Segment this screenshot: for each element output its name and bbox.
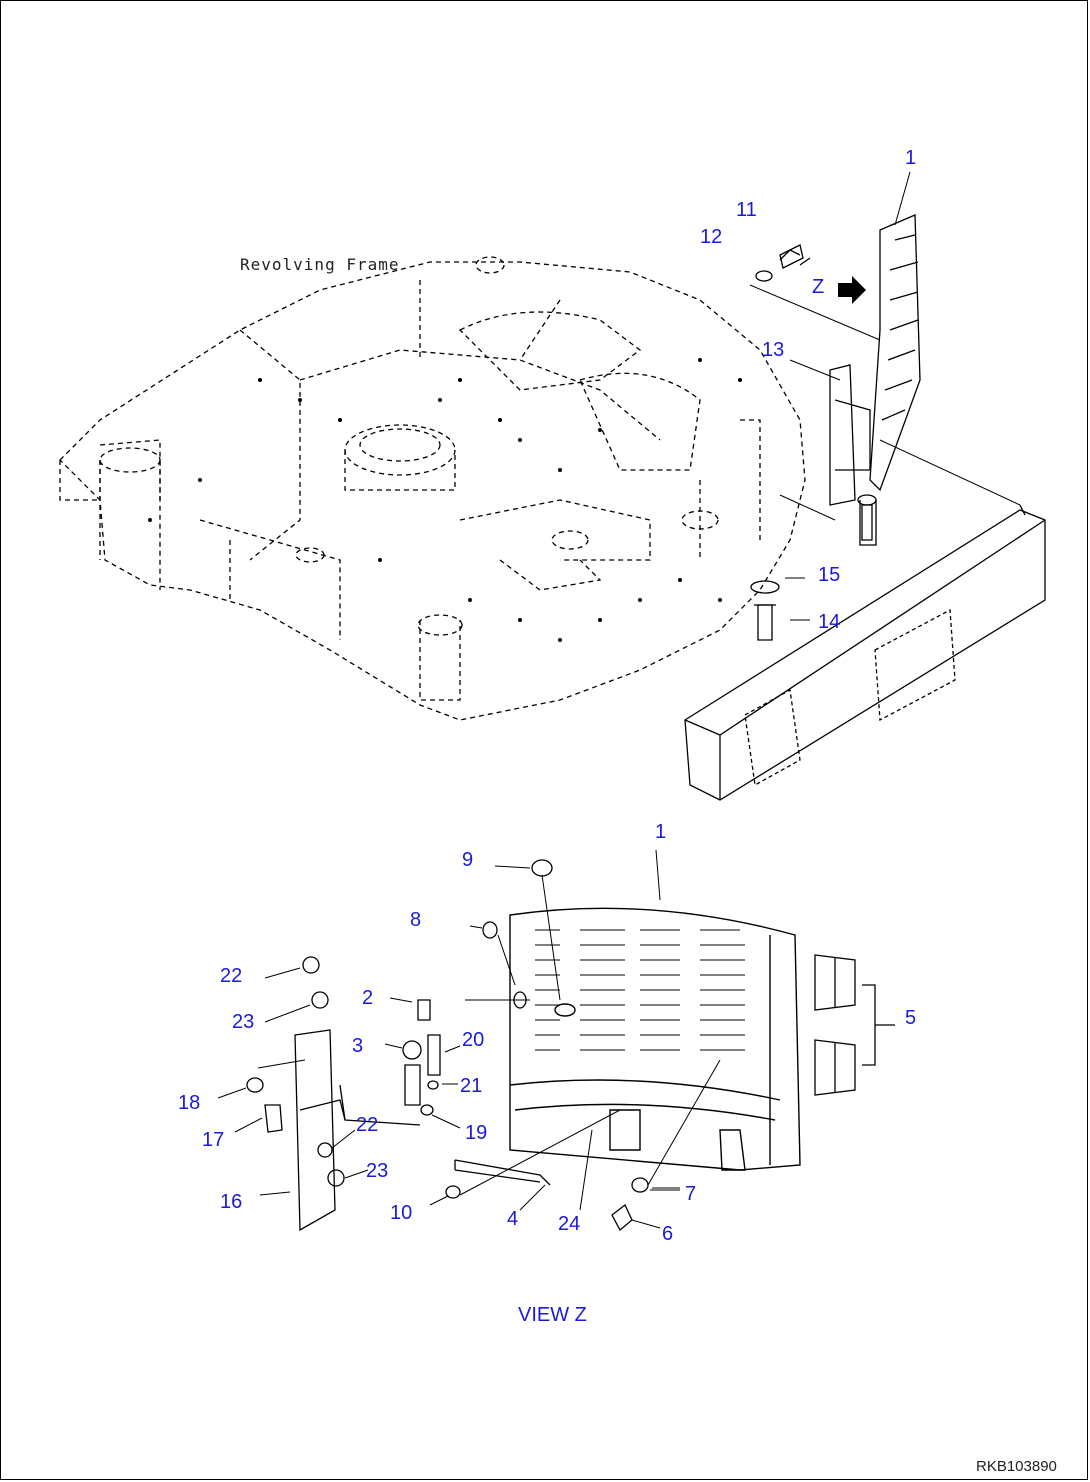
callout-1-top: 1	[905, 147, 917, 169]
view-marker-z: Z	[812, 276, 825, 298]
revolving-frame-label: Revolving Frame	[240, 255, 400, 274]
callout-23-a: 23	[232, 1011, 255, 1033]
callout-3: 3	[352, 1035, 364, 1057]
callout-13-top: 13	[762, 339, 785, 361]
view-arrow-icon	[838, 276, 866, 304]
lock-rod	[454, 1159, 551, 1186]
counterweight	[684, 504, 1046, 801]
view-z-label: VIEW Z	[518, 1304, 587, 1326]
cover-panel-view-z	[509, 907, 801, 1171]
leader-lines-lower	[217, 849, 721, 1229]
callout-15-top: 15	[818, 564, 841, 586]
leader-lines-top	[749, 171, 1021, 621]
callout-21: 21	[460, 1075, 483, 1097]
callout-22-b: 22	[356, 1114, 379, 1136]
callout-10: 10	[390, 1202, 413, 1224]
callout-4: 4	[507, 1208, 519, 1230]
callout-7: 7	[685, 1183, 697, 1205]
revolving-frame	[59, 256, 806, 721]
callout-9: 9	[462, 849, 474, 871]
callout-12-top: 12	[700, 226, 723, 248]
cover-louvers	[535, 929, 745, 1051]
bracket-16	[294, 1029, 421, 1232]
callout-16: 16	[220, 1191, 243, 1213]
callout-22-a: 22	[220, 965, 243, 987]
callout-6: 6	[662, 1223, 674, 1245]
callout-19: 19	[465, 1122, 488, 1144]
frame-bolt-holes	[148, 358, 742, 642]
hardware-top	[750, 244, 873, 641]
callout-24: 24	[558, 1213, 581, 1235]
callout-8: 8	[410, 909, 422, 931]
callout-2: 2	[362, 987, 374, 1009]
callout-17: 17	[202, 1129, 225, 1151]
callout-1-bottom: 1	[655, 821, 667, 843]
cover-assembly-top	[779, 214, 921, 546]
callout-18: 18	[178, 1092, 201, 1114]
callout-14-top: 14	[818, 611, 841, 633]
hardware-lower	[246, 859, 649, 1232]
hinges	[814, 954, 895, 1096]
drawing-code: RKB103890	[976, 1458, 1057, 1475]
callout-23-b: 23	[366, 1160, 389, 1182]
callout-20: 20	[462, 1029, 485, 1051]
callout-5: 5	[905, 1007, 917, 1029]
callout-11-top: 11	[736, 199, 757, 221]
